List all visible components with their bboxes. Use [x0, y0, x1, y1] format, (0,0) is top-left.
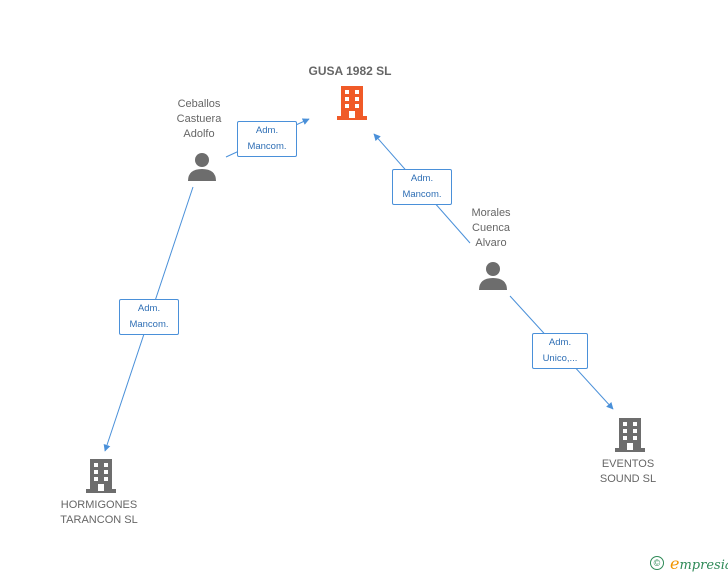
building-icon[interactable] — [86, 459, 116, 493]
brand-logo: empresia — [670, 554, 728, 573]
node-label-morales[interactable]: Morales Cuenca Alvaro — [471, 207, 511, 249]
brand-initial: e — [670, 554, 680, 573]
edge-label-ceballos-hormigones[interactable]: Adm. Mancom. — [119, 299, 179, 335]
copyright-icon: © — [650, 556, 664, 570]
edge-label-morales-eventos[interactable]: Adm. Unico,... — [532, 333, 588, 369]
brand-footer: © empresia — [650, 553, 728, 573]
node-label-eventos[interactable]: EVENTOS SOUND SL — [599, 458, 657, 485]
person-icon[interactable] — [478, 260, 508, 290]
edge-label-morales-gusa[interactable]: Adm. Mancom. — [392, 169, 452, 205]
brand-name: mpresia — [679, 558, 728, 573]
node-label-gusa[interactable]: GUSA 1982 SL — [308, 64, 392, 78]
building-icon[interactable] — [615, 418, 645, 452]
person-icon[interactable] — [187, 151, 217, 181]
building-icon[interactable] — [337, 86, 367, 120]
node-label-ceballos[interactable]: Ceballos Castuera Adolfo — [176, 98, 222, 140]
node-label-hormigones[interactable]: HORMIGONES TARANCON SL — [60, 499, 138, 526]
edge-label-ceballos-gusa[interactable]: Adm. Mancom. — [237, 121, 297, 157]
